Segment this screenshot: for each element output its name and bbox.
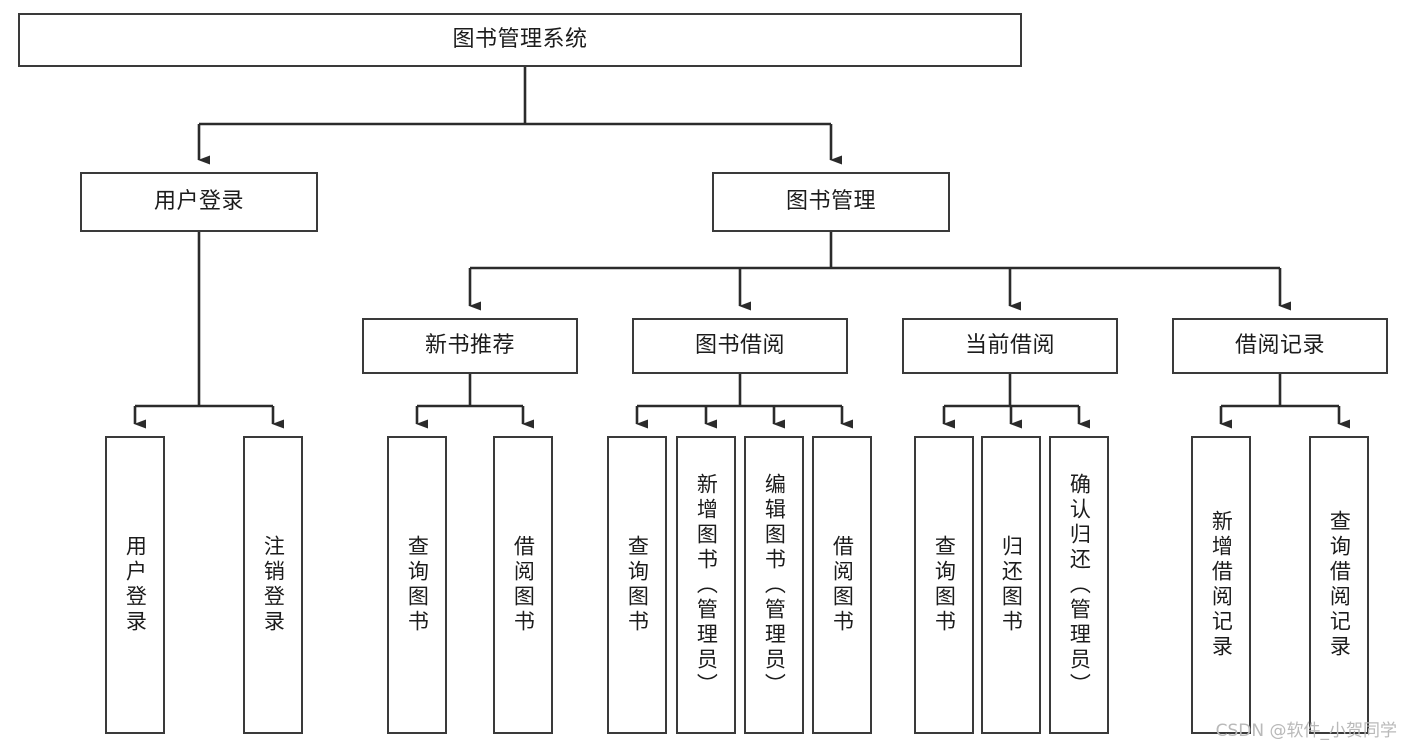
leaf-book-borrow-query[interactable]: 查询图书 (607, 436, 667, 734)
node-book-borrow-label: 图书借阅 (694, 333, 785, 359)
leaf-current-borrow-query-label: 查询图书 (932, 535, 957, 635)
node-root-book-management-system[interactable]: 图书管理系统 (18, 13, 1022, 67)
leaf-current-borrow-query[interactable]: 查询图书 (914, 436, 974, 734)
node-new-book-recommend-label: 新书推荐 (424, 333, 515, 359)
node-user-login[interactable]: 用户登录 (80, 172, 318, 232)
watermark-text: CSDN @软件_小贺同学 (1215, 721, 1397, 741)
node-root-label: 图书管理系统 (452, 27, 588, 53)
leaf-current-borrow-confirm-return-label: 确认归还（管理员） (1067, 472, 1092, 698)
leaf-book-borrow-edit[interactable]: 编辑图书（管理员） (744, 436, 804, 734)
node-current-borrow-label: 当前借阅 (964, 333, 1055, 359)
node-current-borrow[interactable]: 当前借阅 (902, 318, 1118, 374)
leaf-book-borrow-add[interactable]: 新增图书（管理员） (676, 436, 736, 734)
leaf-book-borrow-edit-label: 编辑图书（管理员） (762, 472, 787, 698)
leaf-new-book-query-label: 查询图书 (405, 535, 430, 635)
node-book-borrow[interactable]: 图书借阅 (632, 318, 848, 374)
leaf-current-borrow-return[interactable]: 归还图书 (981, 436, 1041, 734)
leaf-book-borrow-add-label: 新增图书（管理员） (694, 472, 719, 698)
leaf-new-book-borrow[interactable]: 借阅图书 (493, 436, 553, 734)
leaf-new-book-borrow-label: 借阅图书 (511, 535, 536, 635)
leaf-borrow-records-add[interactable]: 新增借阅记录 (1191, 436, 1251, 734)
leaf-current-borrow-return-label: 归还图书 (999, 535, 1024, 635)
leaf-user-login-login[interactable]: 用户登录 (105, 436, 165, 734)
node-book-management-label: 图书管理 (785, 189, 876, 215)
leaf-user-login-logout[interactable]: 注销登录 (243, 436, 303, 734)
leaf-current-borrow-confirm-return[interactable]: 确认归还（管理员） (1049, 436, 1109, 734)
leaf-book-borrow-borrow-label: 借阅图书 (830, 535, 855, 635)
node-borrow-records-label: 借阅记录 (1234, 333, 1325, 359)
leaf-borrow-records-query-label: 查询借阅记录 (1327, 510, 1352, 660)
node-user-login-label: 用户登录 (153, 189, 244, 215)
leaf-user-login-logout-label: 注销登录 (261, 535, 286, 635)
node-book-management[interactable]: 图书管理 (712, 172, 950, 232)
leaf-book-borrow-borrow[interactable]: 借阅图书 (812, 436, 872, 734)
leaf-new-book-query[interactable]: 查询图书 (387, 436, 447, 734)
node-new-book-recommend[interactable]: 新书推荐 (362, 318, 578, 374)
leaf-borrow-records-add-label: 新增借阅记录 (1209, 510, 1234, 660)
leaf-borrow-records-query[interactable]: 查询借阅记录 (1309, 436, 1369, 734)
node-borrow-records[interactable]: 借阅记录 (1172, 318, 1388, 374)
leaf-book-borrow-query-label: 查询图书 (625, 535, 650, 635)
leaf-user-login-login-label: 用户登录 (123, 535, 148, 635)
